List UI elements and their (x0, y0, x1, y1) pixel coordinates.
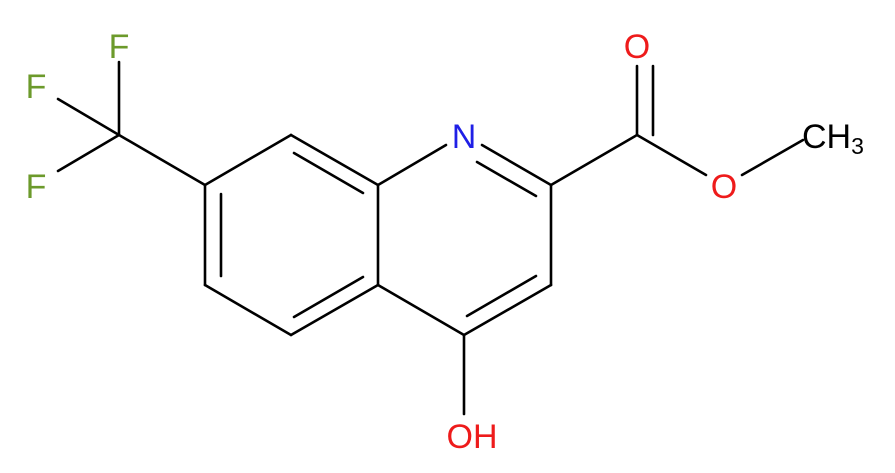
bond-n-c2-inner (475, 160, 538, 198)
bond-c3-c4 (462, 283, 553, 337)
methyl-subscript: 3 (851, 133, 864, 159)
ester-oxygen-label: O (711, 168, 737, 206)
bond-c4a-c5 (289, 283, 380, 337)
methyl-ch-text: CH (802, 118, 851, 156)
atom-label-layer: F F F N O O CH3 OH (26, 28, 864, 456)
nitrogen-label: N (452, 118, 477, 156)
bond-c4-c4a (376, 283, 466, 337)
bond-cf3-f-left (56, 97, 121, 137)
bond-c4a-c5-inner (292, 275, 365, 319)
fluorine-label-bottom: F (26, 168, 47, 206)
bond-c7-c8 (203, 133, 293, 187)
fluorine-label-left: F (26, 68, 47, 106)
bond-cf3-f-bottom (56, 133, 121, 173)
bond-cf3-c7 (117, 133, 207, 187)
bond-o-methyl (740, 138, 805, 177)
bond-carboxyl-o (635, 133, 708, 177)
bond-n-c2 (480, 143, 553, 187)
bond-c3-c4-inner (465, 274, 538, 318)
bond-c8-c8a-inner (292, 151, 365, 195)
bond-c2-carboxyl (549, 133, 639, 187)
bond-c8-c8a (289, 133, 380, 187)
methyl-label: CH3 (802, 118, 864, 159)
bond-layer (56, 60, 805, 416)
hydroxyl-label: OH (447, 418, 498, 456)
bond-c5-c6 (203, 283, 293, 337)
fluorine-label-top: F (109, 28, 130, 66)
bond-c8a-n (376, 143, 448, 187)
carbonyl-oxygen-label: O (624, 28, 650, 66)
